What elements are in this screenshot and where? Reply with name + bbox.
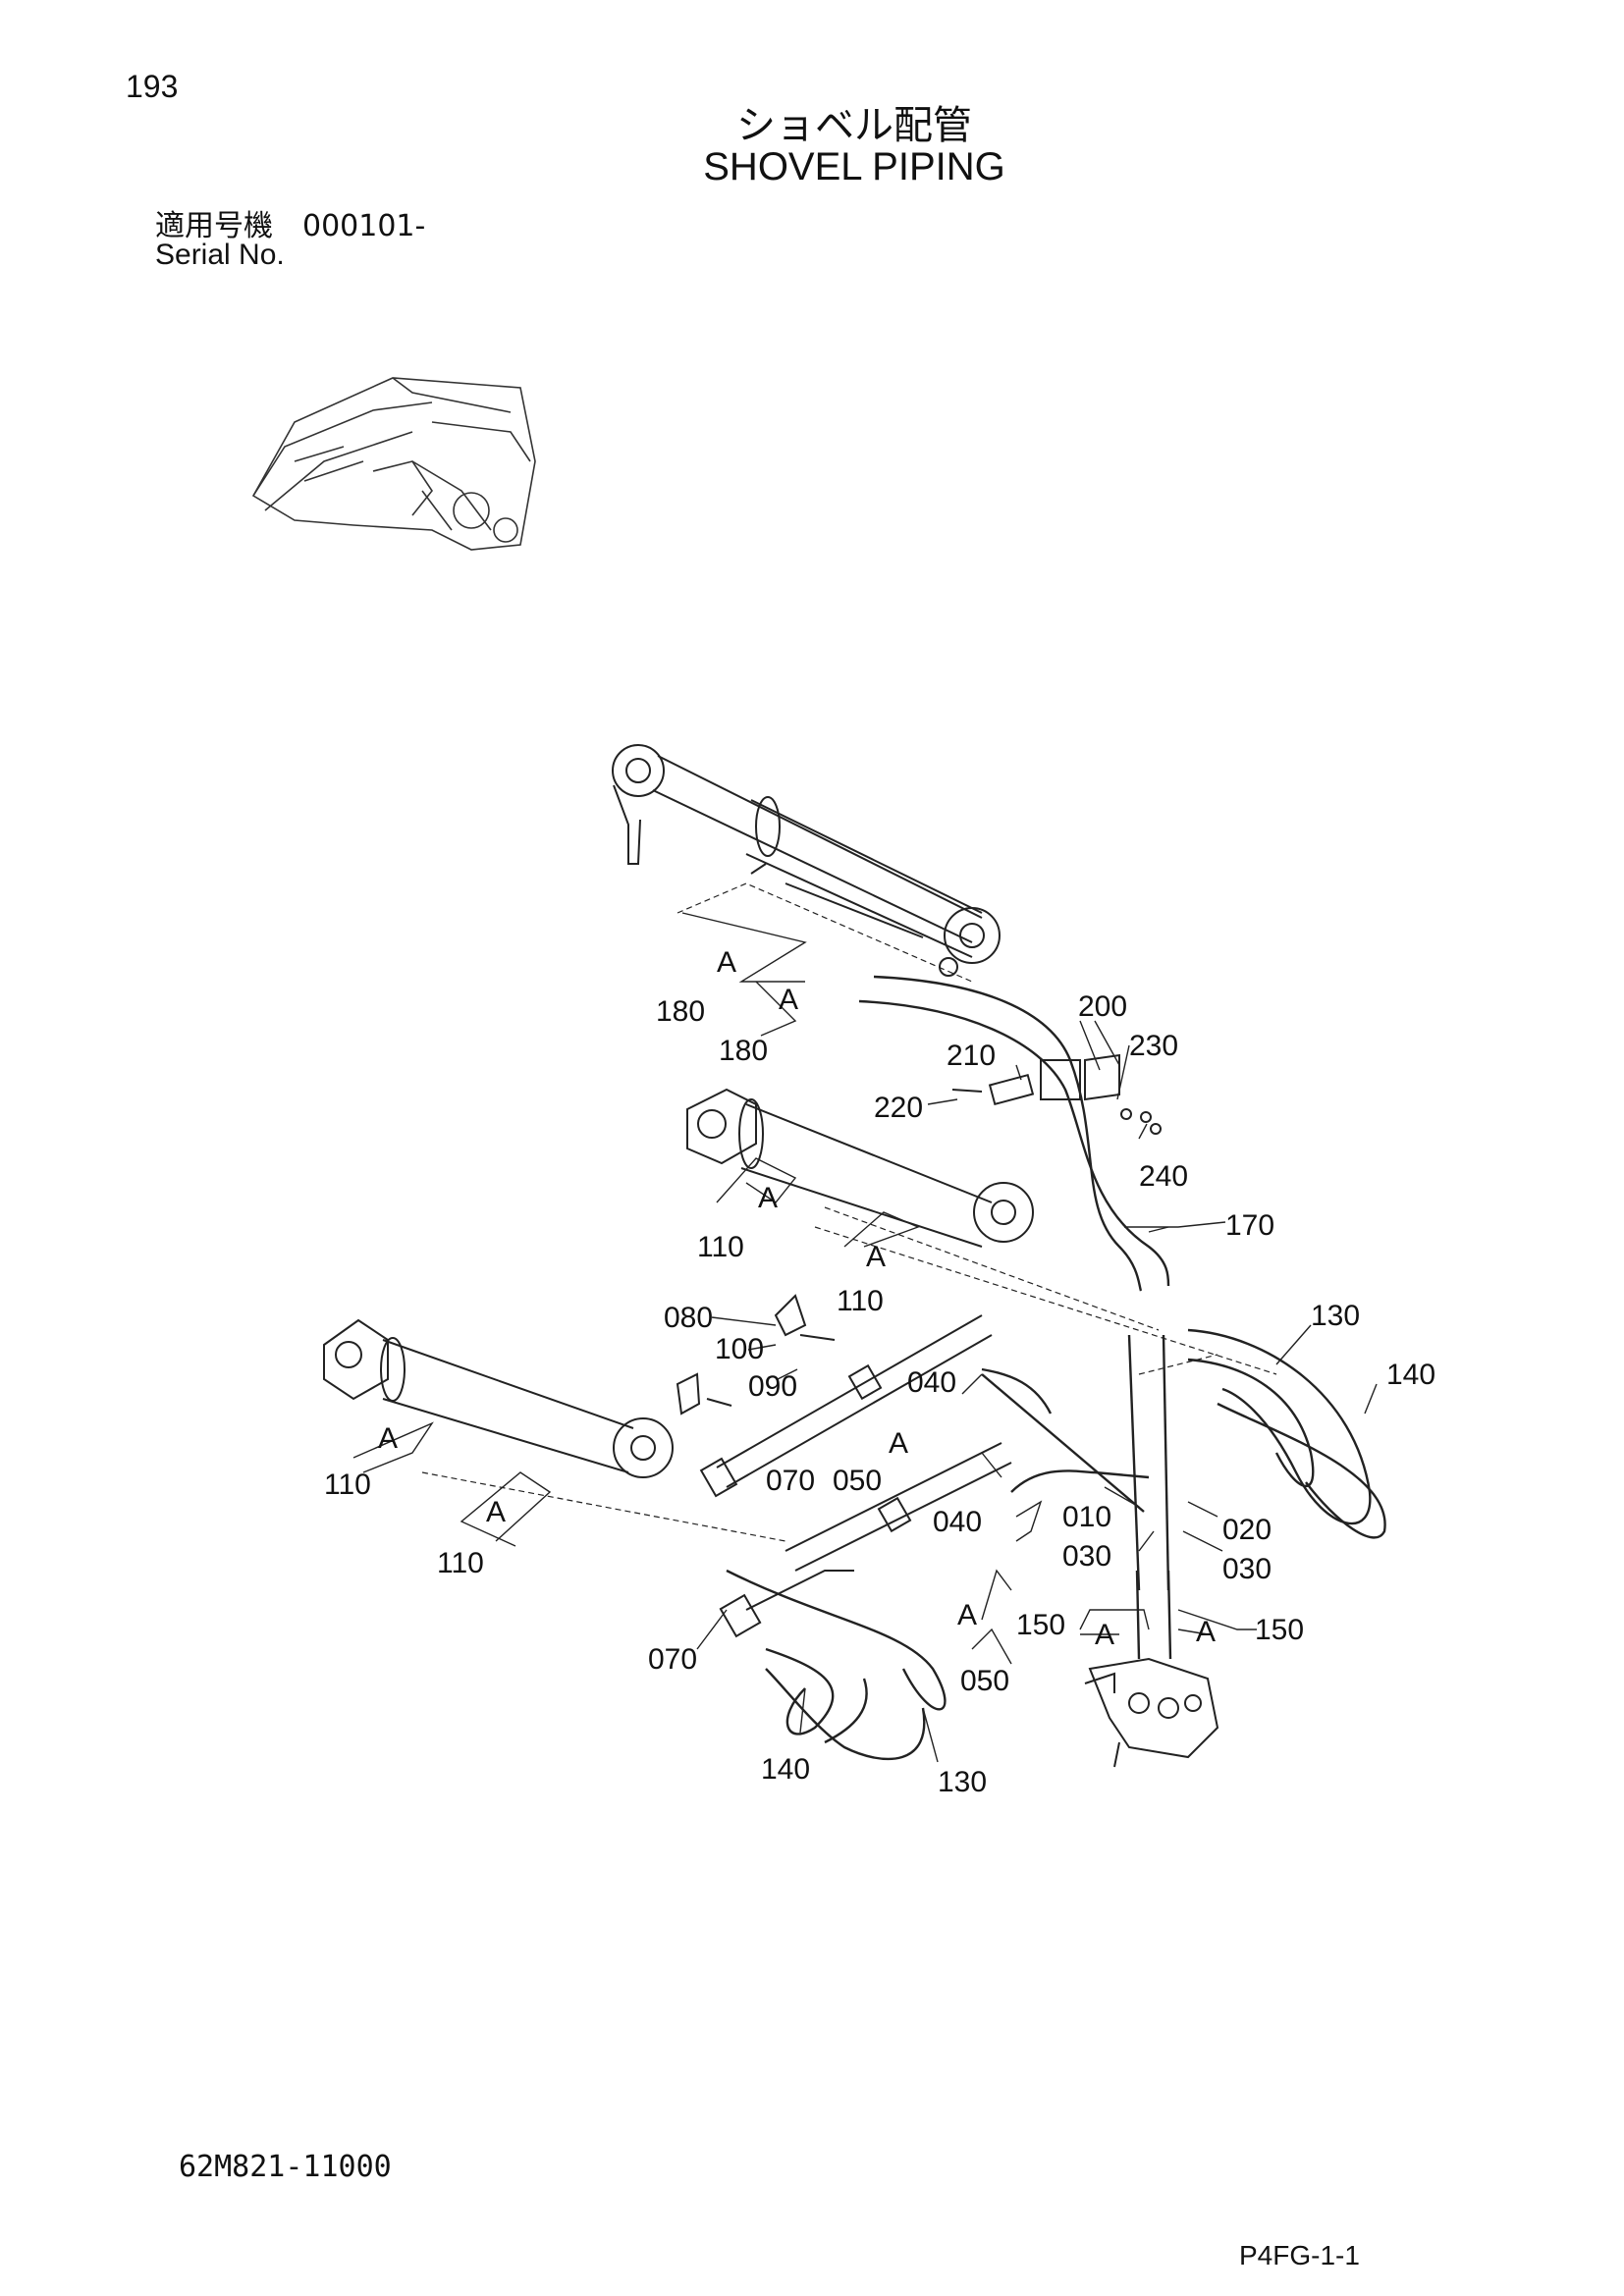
callout-240: 240 [1139,1160,1188,1193]
callout-040-lower: 040 [933,1506,982,1538]
callout-070-lower: 070 [648,1643,697,1676]
callout-140-lower: 140 [761,1753,810,1786]
callout-150-left: 150 [1016,1609,1065,1641]
detail-marker-a-1: A [717,946,736,979]
callout-180-lower: 180 [719,1035,768,1067]
callout-170: 170 [1225,1209,1274,1242]
callout-220: 220 [874,1092,923,1124]
callout-110-middle-left: 110 [697,1231,744,1263]
hoses [726,975,1386,1761]
detail-marker-a-10: A [1196,1616,1216,1648]
callout-130-right: 130 [1311,1300,1360,1332]
callout-150-right: 150 [1255,1614,1304,1646]
callout-130-lower: 130 [938,1766,987,1798]
upper-cylinder [612,744,1001,977]
callout-040-upper: 040 [907,1366,956,1399]
callout-110-lower-right: 110 [437,1547,484,1579]
serial-range-japanese: 適用号機 000101- [155,209,426,243]
title-japanese: ショベル配管 [736,103,972,148]
title-english: SHOVEL PIPING [703,145,1005,188]
machine-thumbnail [251,377,536,551]
callout-020: 020 [1222,1514,1272,1546]
callout-140-right: 140 [1386,1359,1435,1391]
part-number: 62M821-11000 [179,2150,392,2184]
middle-cylinder [686,1088,1034,1248]
control-valve [1084,1657,1219,1768]
callout-210: 210 [947,1040,996,1072]
callout-100: 100 [715,1333,764,1365]
callout-leaders [352,912,1378,1763]
callout-080: 080 [664,1302,713,1334]
callout-010: 010 [1062,1501,1111,1533]
callout-110-middle-right: 110 [837,1285,884,1317]
detail-marker-a-7: A [889,1427,908,1460]
clamp-parts [676,1053,1162,1415]
leader-lines [421,882,1277,1542]
callout-110-lower-left: 110 [324,1468,371,1501]
lower-cylinder [323,1318,674,1478]
callout-030-right: 030 [1222,1553,1272,1585]
detail-marker-a-5: A [378,1422,398,1455]
detail-marker-a-3: A [758,1182,778,1214]
detail-marker-a-4: A [866,1241,886,1273]
detail-marker-a-9: A [1095,1619,1114,1651]
callout-030-left: 030 [1062,1540,1111,1573]
callout-230: 230 [1129,1030,1178,1062]
callout-200: 200 [1078,990,1127,1023]
detail-marker-a-2: A [779,984,798,1016]
page-number: 193 [126,69,179,104]
callout-050-upper: 050 [833,1465,882,1497]
serial-label-english: Serial No. [155,239,285,271]
callout-labels: 180 180 200 230 210 220 240 170 110 110 … [324,946,1435,1798]
callout-090: 090 [748,1370,797,1403]
detail-marker-a-8: A [957,1599,977,1631]
callout-070-upper: 070 [766,1465,815,1497]
tube-assemblies [699,1314,1012,1638]
callout-180-upper: 180 [656,995,705,1028]
detail-marker-a-6: A [486,1496,506,1528]
page-code: P4FG-1-1 [1239,2240,1360,2270]
callout-050-lower: 050 [960,1665,1009,1697]
